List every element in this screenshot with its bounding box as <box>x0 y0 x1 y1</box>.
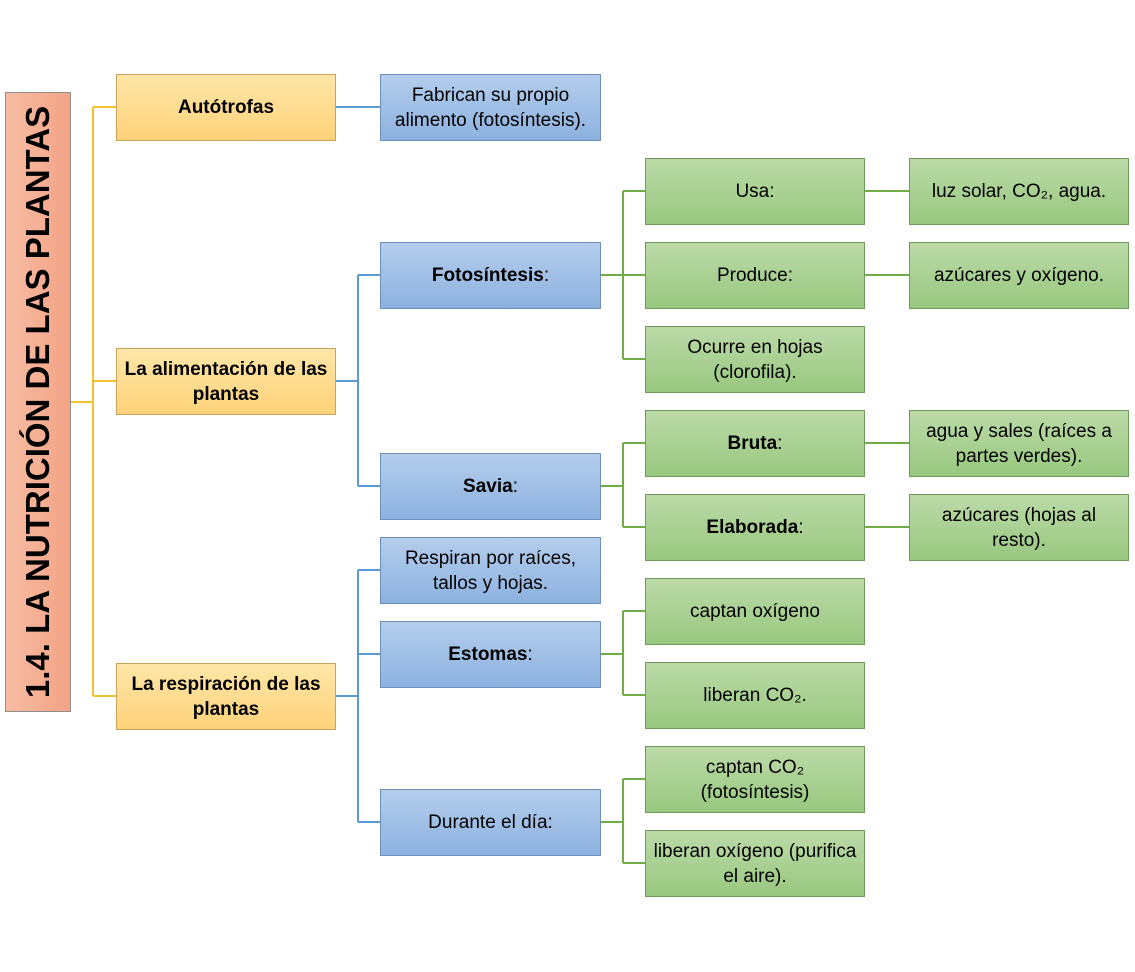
node-fotosintesis-colon: : <box>543 265 550 286</box>
node-durante-label: Durante el día: <box>428 812 553 833</box>
node-elaborada-label: Elaborada <box>706 517 799 538</box>
node-fotosintesis-label: Fotosíntesis <box>431 265 544 286</box>
node-luz-label: luz solar, CO₂, agua. <box>931 181 1107 202</box>
node-ocurre-label: Ocurre en hojas (clorofila). <box>687 336 823 383</box>
main-title: 1.4. LA NUTRICIÓN DE LAS PLANTAS <box>19 105 57 699</box>
node-fabrican: Fabrican su propio alimento (fotosíntesi… <box>380 74 601 141</box>
node-bruta: Bruta: <box>645 410 865 477</box>
node-savia-colon: : <box>512 476 518 497</box>
node-azucares-oxigeno-label: azúcares y oxígeno. <box>933 265 1105 286</box>
node-agua-sales-label: agua y sales (raíces a partes verdes). <box>926 420 1112 467</box>
node-durante: Durante el día: <box>380 789 601 856</box>
node-agua-sales: agua y sales (raíces a partes verdes). <box>909 410 1129 477</box>
node-savia-label: Savia <box>463 476 513 497</box>
node-respiracion: La respiración de las plantas <box>116 663 336 730</box>
node-bruta-label: Bruta <box>727 433 778 454</box>
node-produce: Produce: <box>645 242 865 309</box>
main-title-box: 1.4. LA NUTRICIÓN DE LAS PLANTAS <box>5 92 71 712</box>
node-elaborada: Elaborada: <box>645 494 865 561</box>
node-azucares-hojas-label: azúcares (hojas al resto). <box>941 504 1097 551</box>
node-liberan-co2: liberan CO₂. <box>645 662 865 729</box>
node-captan-co2: captan CO₂ (fotosíntesis) <box>645 746 865 813</box>
node-liberan-co2-label: liberan CO₂. <box>703 685 807 706</box>
node-azucares-hojas: azúcares (hojas al resto). <box>909 494 1129 561</box>
node-captan-oxigeno: captan oxígeno <box>645 578 865 645</box>
node-alimentacion: La alimentación de las plantas <box>116 348 336 415</box>
node-elaborada-colon: : <box>798 517 804 538</box>
node-estomas-colon: : <box>527 644 533 665</box>
node-usa: Usa: <box>645 158 865 225</box>
node-respiracion-label: La respiración de las plantas <box>131 673 321 720</box>
node-bruta-colon: : <box>777 433 783 454</box>
node-captan-oxigeno-label: captan oxígeno <box>690 601 820 622</box>
node-respiran-label: Respiran por raíces, tallos y hojas. <box>404 547 577 594</box>
node-alimentacion-label: La alimentación de las plantas <box>124 358 328 405</box>
node-produce-label: Produce: <box>716 265 794 286</box>
node-luz: luz solar, CO₂, agua. <box>909 158 1129 225</box>
node-liberan-oxigeno-label: liberan oxígeno (purifica el aire). <box>653 840 857 887</box>
node-savia: Savia: <box>380 453 601 520</box>
node-estomas-label: Estomas <box>448 644 528 665</box>
node-usa-label: Usa: <box>735 181 775 202</box>
node-captan-co2-label: captan CO₂ (fotosíntesis) <box>700 756 810 803</box>
node-autotrofas: Autótrofas <box>116 74 336 141</box>
node-liberan-oxigeno: liberan oxígeno (purifica el aire). <box>645 830 865 897</box>
node-estomas: Estomas: <box>380 621 601 688</box>
node-ocurre: Ocurre en hojas (clorofila). <box>645 326 865 393</box>
node-fabrican-label: Fabrican su propio alimento (fotosíntesi… <box>394 84 587 131</box>
node-azucares-oxigeno: azúcares y oxígeno. <box>909 242 1129 309</box>
node-fotosintesis: Fotosíntesis: <box>380 242 601 309</box>
node-respiran: Respiran por raíces, tallos y hojas. <box>380 537 601 604</box>
node-autotrofas-label: Autótrofas <box>177 97 275 118</box>
